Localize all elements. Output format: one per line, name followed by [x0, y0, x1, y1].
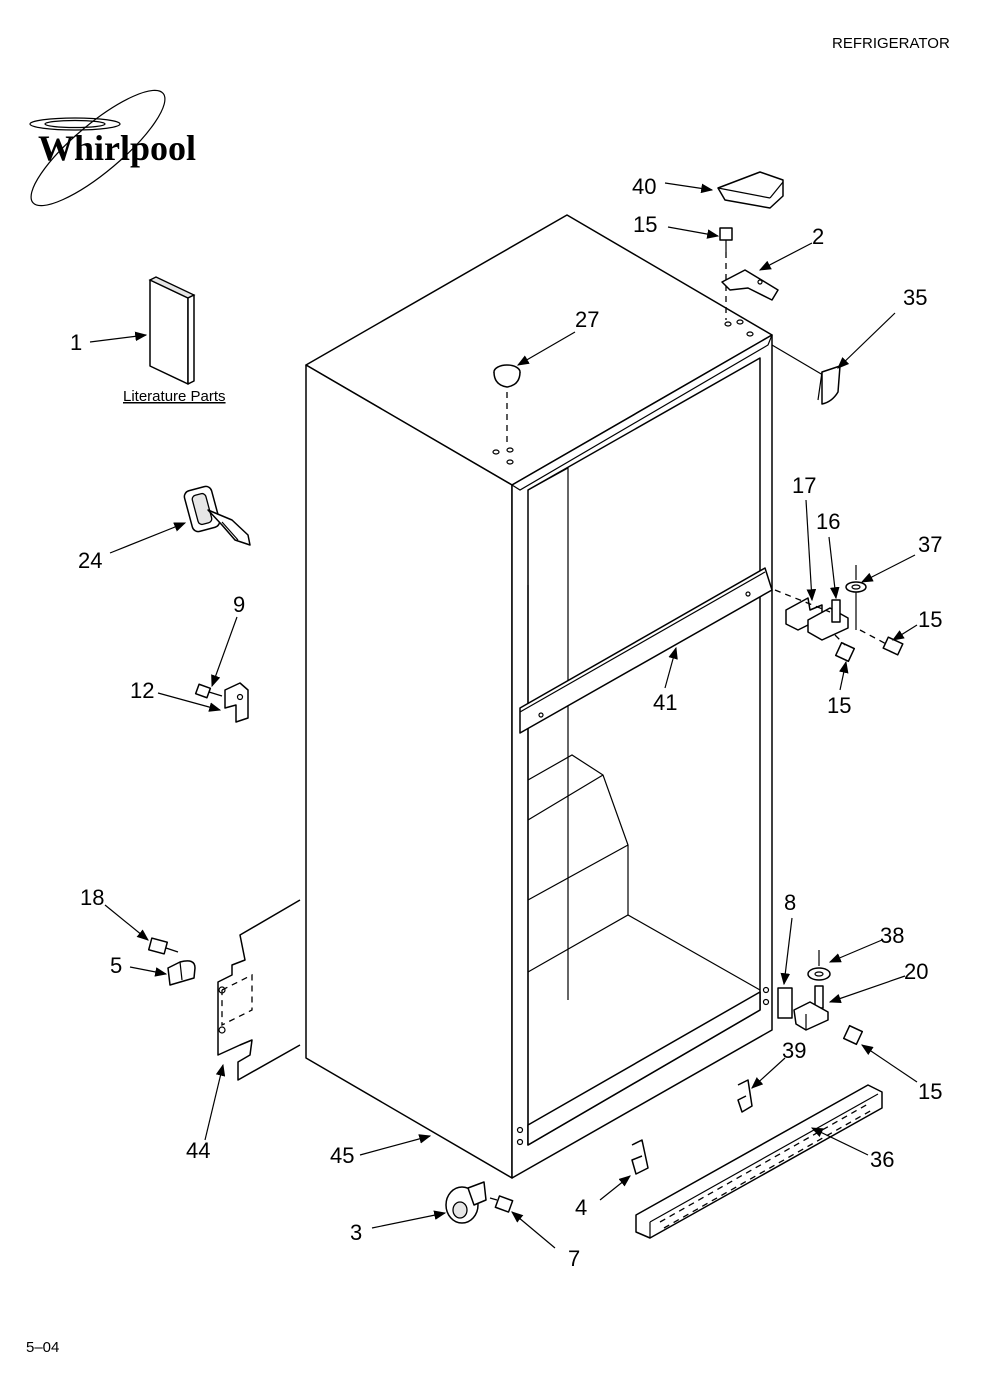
leader-lines	[89, 182, 918, 1249]
back-panel-44	[217, 899, 301, 1081]
literature-booklet: Literature Parts	[123, 276, 226, 405]
callout-44: 44	[186, 1138, 210, 1163]
base-grille-36	[635, 1084, 883, 1239]
callout-15-right: 15	[918, 607, 942, 632]
bottom-hinge-20	[777, 950, 864, 1046]
callout-labels: 1 2 3 4 5 7 8 9 12 15 15 15 15 16 17 18 …	[70, 174, 942, 1271]
top-hinge-2	[719, 227, 779, 320]
callout-2: 2	[812, 224, 824, 249]
callout-3: 3	[350, 1220, 362, 1245]
screw-7	[489, 1195, 514, 1213]
clip-5	[147, 937, 196, 986]
callout-5: 5	[110, 953, 122, 978]
callout-38: 38	[880, 923, 904, 948]
callout-45: 45	[330, 1143, 354, 1168]
refrigerator-cabinet	[305, 214, 773, 1179]
clip-39	[737, 1079, 753, 1113]
callout-4: 4	[575, 1195, 587, 1220]
callout-20: 20	[904, 959, 928, 984]
logo-text: Whirlpool	[38, 128, 196, 168]
door-stop-24	[183, 485, 251, 546]
callout-15-middle: 15	[827, 693, 851, 718]
callout-1: 1	[70, 330, 82, 355]
hinge-trim-35	[771, 344, 841, 405]
plug-27	[493, 364, 521, 445]
callout-40: 40	[632, 174, 656, 199]
hinge-cover-40	[717, 171, 784, 209]
callout-36: 36	[870, 1147, 894, 1172]
callout-9: 9	[233, 592, 245, 617]
section-title: REFRIGERATOR	[832, 35, 950, 52]
callout-7: 7	[568, 1246, 580, 1271]
callout-27: 27	[575, 307, 599, 332]
callout-15-top: 15	[633, 212, 657, 237]
callout-12: 12	[130, 678, 154, 703]
divider-rail-41	[519, 567, 773, 734]
callout-17: 17	[792, 473, 816, 498]
page-code: 5–04	[26, 1339, 59, 1356]
whirlpool-logo: Whirlpool	[29, 89, 196, 207]
callout-35: 35	[903, 285, 927, 310]
callout-8: 8	[784, 890, 796, 915]
callout-37: 37	[918, 532, 942, 557]
clip-4	[631, 1139, 649, 1175]
callout-16: 16	[816, 509, 840, 534]
callout-39: 39	[782, 1038, 806, 1063]
roller-3	[445, 1181, 487, 1224]
callout-15-bottom: 15	[918, 1079, 942, 1104]
center-hinge-16-17	[774, 565, 904, 663]
callout-41: 41	[653, 690, 677, 715]
callout-18: 18	[80, 885, 104, 910]
callout-24: 24	[78, 548, 102, 573]
literature-parts-label: Literature Parts	[123, 388, 226, 405]
bracket-12	[194, 682, 249, 723]
